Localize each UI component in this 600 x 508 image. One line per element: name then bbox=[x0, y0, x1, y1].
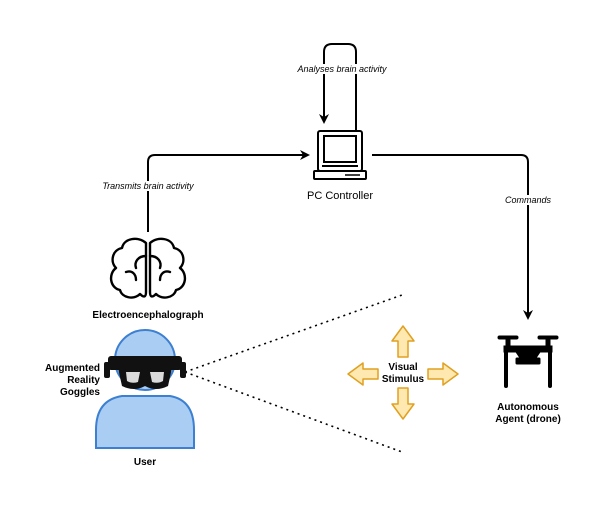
pc-to-drone-edge bbox=[372, 154, 533, 320]
goggles-label-line2: Reality bbox=[67, 375, 100, 386]
drone-label-line2: Agent (drone) bbox=[495, 414, 561, 425]
goggles-label: Augmented Reality Goggles bbox=[40, 363, 100, 399]
goggles-label-line3: Goggles bbox=[59, 387, 100, 398]
view-line-top bbox=[184, 294, 403, 373]
eeg-to-pc-label: Transmits brain activity bbox=[100, 181, 196, 191]
user-icon bbox=[95, 329, 195, 449]
arrow-up-icon bbox=[391, 325, 415, 358]
eeg-label: Electroencephalograph bbox=[92, 310, 204, 321]
drone-label: Autonomous Agent (drone) bbox=[495, 402, 561, 426]
pc-to-drone-label: Commands bbox=[502, 195, 554, 205]
drone-label-line1: Autonomous bbox=[497, 402, 559, 413]
brain-icon bbox=[109, 237, 187, 299]
ar-goggles-icon bbox=[104, 356, 186, 389]
pc-controller-label: PC Controller bbox=[306, 190, 374, 202]
stimulus-label: Visual Stimulus bbox=[382, 362, 424, 386]
drone-icon bbox=[497, 335, 559, 388]
eeg-to-pc-edge bbox=[147, 150, 310, 232]
stimulus-label-line1: Visual bbox=[388, 362, 418, 373]
user-label: User bbox=[133, 457, 157, 468]
goggles-label-line1: Augmented bbox=[45, 363, 100, 374]
arrow-right-icon bbox=[427, 362, 459, 386]
arrow-down-icon bbox=[391, 387, 415, 420]
view-line-bottom bbox=[184, 371, 403, 453]
stimulus-label-line2: Stimulus bbox=[381, 374, 425, 385]
self-loop-edge bbox=[319, 43, 357, 130]
computer-icon bbox=[313, 130, 367, 180]
self-loop-label: Analyses brain activity bbox=[295, 64, 389, 74]
arrow-left-icon bbox=[347, 362, 379, 386]
